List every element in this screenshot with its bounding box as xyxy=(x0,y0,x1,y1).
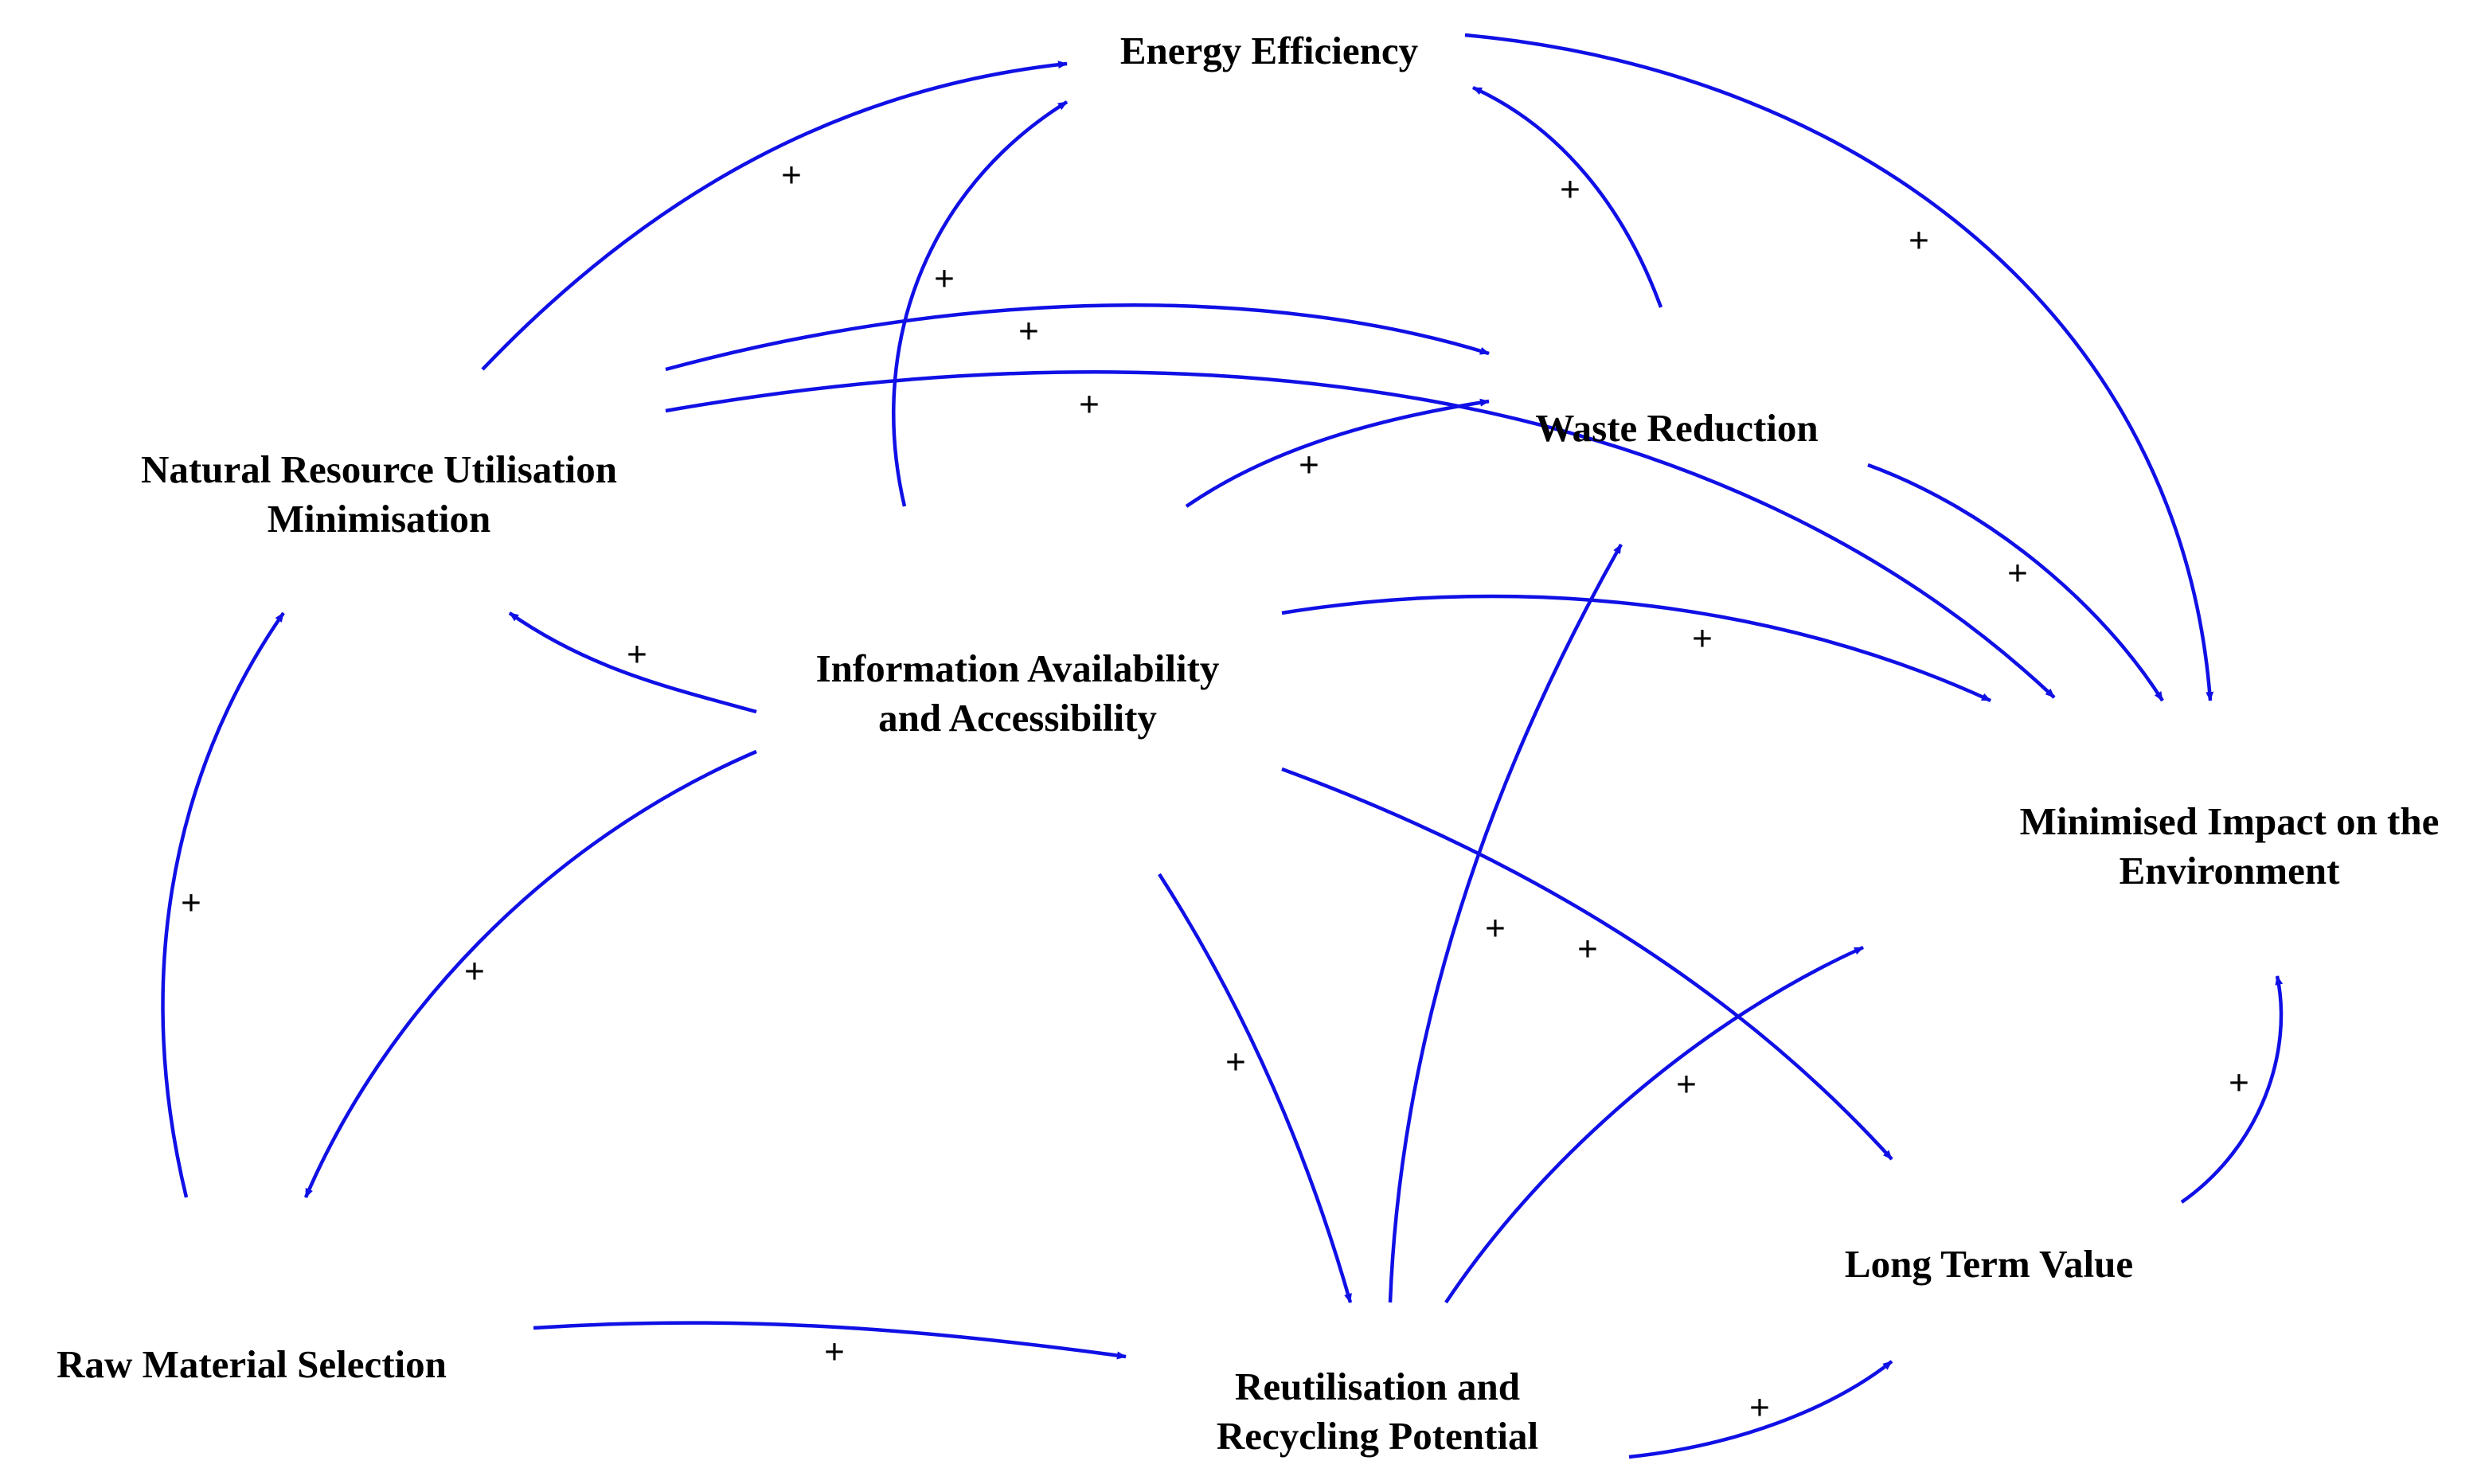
node-label-line: Information Availability xyxy=(816,646,1220,690)
link-natural-resource-to-energy-efficiency xyxy=(481,61,1068,371)
link-information-to-minimised-impact xyxy=(1281,594,1991,703)
link-natural-resource-to-minimised-impact xyxy=(665,370,2056,699)
node-label-line: Reutilisation and xyxy=(1235,1365,1520,1408)
link-waste-reduction-to-energy-efficiency xyxy=(1472,85,1663,308)
node-label-line: Energy Efficiency xyxy=(1120,29,1419,72)
polarity-sign: + xyxy=(1692,619,1713,658)
node-label-line: Recycling Potential xyxy=(1217,1414,1538,1458)
link-reutilisation-to-minimised-impact xyxy=(1444,945,1864,1304)
link-raw-material-to-natural-resource xyxy=(161,611,285,1198)
node-label-line: Environment xyxy=(2120,849,2340,892)
links-layer xyxy=(161,33,2284,1459)
node-label-line: Long Term Value xyxy=(1845,1242,2133,1286)
polarity-sign: + xyxy=(1018,312,1039,351)
node-label-line: Minimised Impact on the xyxy=(2020,799,2440,843)
link-natural-resource-to-waste-reduction xyxy=(665,303,1490,372)
link-waste-reduction-to-minimised-impact xyxy=(1867,463,2164,702)
polarity-sign: + xyxy=(2007,554,2028,593)
polarity-sign: + xyxy=(934,260,955,299)
link-long-term-value-to-minimised-impact xyxy=(2180,975,2284,1204)
link-reutilisation-to-long-term-value xyxy=(1628,1360,1893,1459)
link-information-to-waste-reduction xyxy=(1185,398,1490,508)
link-information-to-reutilisation xyxy=(1158,873,1353,1303)
node-information: Information Availability and Accessibilit… xyxy=(816,646,1220,740)
node-label-line: Minimisation xyxy=(268,497,490,541)
node-label-line: Natural Resource Utilisation xyxy=(141,447,617,491)
node-label-line: and Accessibility xyxy=(878,696,1157,740)
polarity-sign: + xyxy=(1225,1043,1246,1082)
polarity-sign: + xyxy=(2229,1064,2249,1103)
node-label-line: Raw Material Selection xyxy=(57,1342,447,1386)
polarity-sign: + xyxy=(1749,1388,1770,1427)
polarity-sign: + xyxy=(1676,1065,1697,1104)
polarity-sign: + xyxy=(1079,385,1100,424)
polarity-sign: + xyxy=(181,884,201,923)
polarity-sign: + xyxy=(1560,170,1580,209)
polarity-layer: + + + + + + + + + + + + + + + + + + + xyxy=(181,156,2249,1427)
node-raw-material: Raw Material Selection xyxy=(57,1342,447,1386)
polarity-sign: + xyxy=(1577,930,1598,969)
node-energy-efficiency: Energy Efficiency xyxy=(1120,29,1419,72)
link-information-to-natural-resource xyxy=(508,611,757,714)
link-raw-material-to-reutilisation xyxy=(533,1321,1127,1360)
polarity-sign: + xyxy=(781,156,802,195)
node-label-line: Waste Reduction xyxy=(1535,406,1818,450)
polarity-sign: + xyxy=(1485,909,1506,948)
link-energy-efficiency-to-minimised-impact xyxy=(1464,33,2214,701)
polarity-sign: + xyxy=(1909,221,1929,260)
node-long-term-value: Long Term Value xyxy=(1845,1242,2133,1286)
polarity-sign: + xyxy=(824,1333,845,1372)
polarity-sign: + xyxy=(464,952,485,991)
link-information-to-energy-efficiency xyxy=(892,100,1069,507)
link-reutilisation-to-waste-reduction xyxy=(1388,543,1623,1303)
polarity-sign: + xyxy=(627,635,647,674)
link-information-to-raw-material xyxy=(303,749,757,1198)
polarity-sign: + xyxy=(1299,446,1319,485)
node-waste-reduction: Waste Reduction xyxy=(1535,406,1818,450)
link-information-to-long-term-value xyxy=(1281,767,1893,1161)
